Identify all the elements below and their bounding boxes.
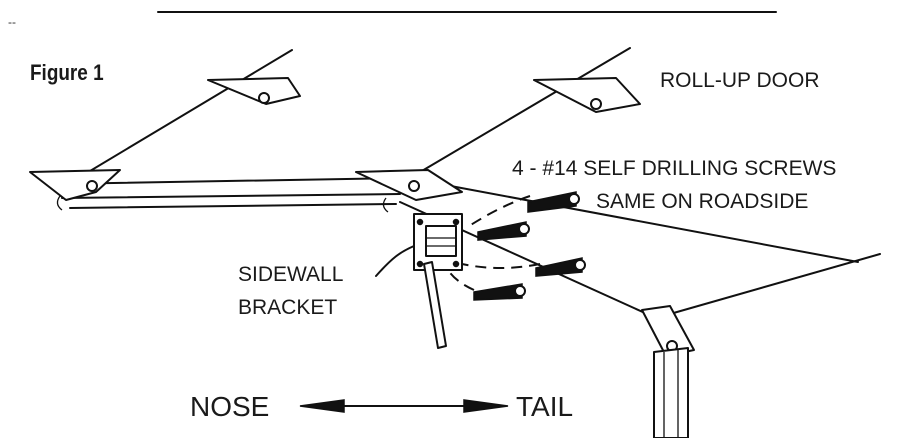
bracket-strap xyxy=(423,261,447,349)
figure-title: Figure 1 xyxy=(30,60,104,85)
door-clip-rear-left xyxy=(207,77,301,105)
stray-mark: -- xyxy=(8,15,16,29)
sidewall-bracket xyxy=(413,213,463,271)
screw-1 xyxy=(527,191,580,213)
screw-path-2 xyxy=(461,263,541,269)
screw-path-1 xyxy=(465,195,531,229)
door-clip-rear-right xyxy=(533,77,641,113)
front-rail-bottom xyxy=(61,193,401,199)
tail-label: TAIL xyxy=(516,391,574,422)
screw-2 xyxy=(477,221,530,241)
door-left-rail xyxy=(69,49,293,184)
door-post xyxy=(641,305,695,438)
door-clip-front-left xyxy=(29,169,121,211)
sidewall-bracket-label-line2: BRACKET xyxy=(238,296,338,319)
screw-path-3 xyxy=(447,269,475,291)
bracket-leader xyxy=(375,245,415,277)
door-center-rail xyxy=(409,47,631,179)
screw-4 xyxy=(473,283,526,301)
front-rail-lower xyxy=(69,203,397,209)
door-clip-front-center xyxy=(355,169,463,213)
screws-label-line1: 4 - #14 SELF DRILLING SCREWS xyxy=(512,157,837,180)
front-rail-top xyxy=(55,177,403,185)
screws-label-line2: SAME ON ROADSIDE xyxy=(596,190,809,213)
sidewall-top-edge xyxy=(439,183,859,263)
roll-up-door-label: ROLL-UP DOOR xyxy=(660,69,820,92)
nose-label: NOSE xyxy=(190,391,270,422)
screw-3 xyxy=(535,257,586,277)
sidewall-bracket-label-line1: SIDEWALL xyxy=(238,263,344,286)
nose-tail-arrow xyxy=(299,399,509,413)
sidewall-corner-edge xyxy=(655,253,881,319)
